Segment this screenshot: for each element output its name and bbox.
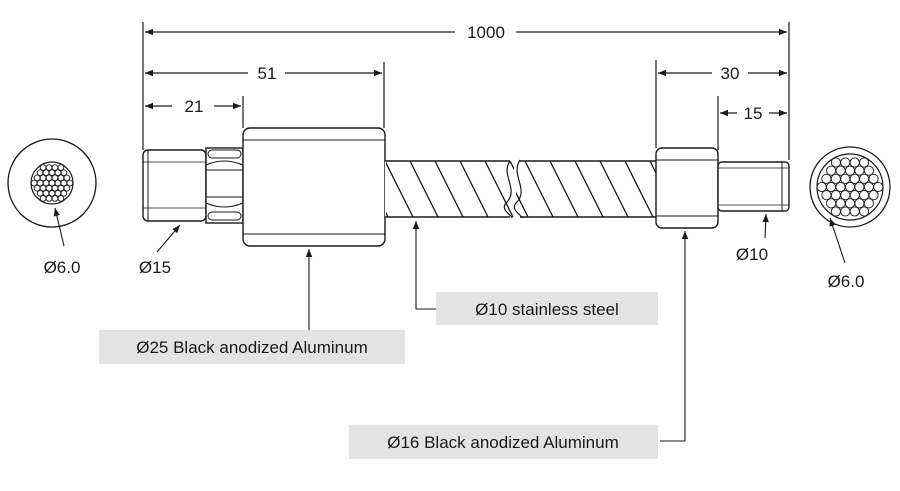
leaders [53, 207, 846, 442]
shaft-hatch-line [434, 160, 464, 218]
cable-strand [868, 173, 879, 184]
cable-strand [859, 173, 870, 184]
callout-left-body-text: Ø25 Black anodized Aluminum [136, 338, 368, 357]
cable-strand [863, 165, 874, 176]
cable-strand [60, 189, 68, 197]
dimension-tip [145, 96, 244, 128]
diameter-right-cable: Ø6.0 [828, 272, 865, 291]
cable-strand [840, 206, 851, 217]
callout-right-collar-text: Ø16 Black anodized Aluminum [387, 433, 619, 452]
right-tip [717, 161, 790, 212]
cable-strand [39, 195, 47, 202]
cable-strand [863, 198, 874, 209]
cable-strand [821, 190, 832, 201]
callout-left-body: Ø25 Black anodized Aluminum [99, 330, 405, 364]
cable-strand [51, 195, 59, 202]
leader-right-collar [660, 231, 689, 442]
cable-strand [830, 190, 841, 201]
dimension-head-length: 51 [258, 64, 277, 83]
cable-strand [835, 165, 846, 176]
cable-strand [849, 157, 860, 168]
shaft-hatch-line [599, 160, 629, 218]
cable-strand [859, 157, 870, 168]
right-cable-section [809, 146, 891, 228]
shaft-hatch-line [386, 161, 414, 218]
dimension-overall-length: 1000 [467, 23, 505, 42]
right-collar [655, 147, 719, 229]
shaft-hatch-line [516, 191, 529, 218]
cable-strand [859, 190, 870, 201]
cable-strand [826, 181, 837, 193]
cable-strand [63, 174, 71, 182]
leader-right-cable [829, 217, 846, 264]
cable-strand [854, 198, 865, 209]
cable-strand [849, 190, 860, 201]
dimension-end-tip-length: 15 [744, 104, 763, 123]
leader-right-tip [762, 213, 769, 239]
cable-strand [830, 206, 841, 217]
cable-strand [844, 198, 856, 209]
cable-strand [66, 179, 73, 187]
cable-strand [873, 181, 883, 193]
cable-strand [826, 198, 837, 209]
cable-strand [849, 173, 860, 184]
left-tip [142, 147, 244, 224]
dimension-end [655, 60, 787, 148]
dimension-end-tip [717, 96, 787, 150]
callout-shaft-text: Ø10 stainless steel [475, 300, 619, 319]
cable-strand [840, 173, 851, 184]
cable-strand [835, 181, 846, 193]
callout-shaft: Ø10 stainless steel [436, 292, 658, 325]
dimension-end-length: 30 [721, 64, 740, 83]
diameter-left-tip: Ø15 [139, 258, 171, 277]
cable-strand [830, 173, 841, 184]
diameter-right-tip: Ø10 [736, 245, 768, 264]
cable-strand [863, 181, 874, 193]
cable-strand [821, 173, 832, 184]
cable-strand [60, 169, 68, 177]
shaft-hatch-line [459, 160, 489, 218]
cable-strand [830, 157, 841, 168]
cable-strand [854, 165, 865, 176]
dimension-overall [142, 22, 790, 160]
cable-strand [859, 206, 870, 217]
cable-strand [840, 157, 851, 168]
cable-strand [844, 165, 856, 176]
cable-strand [854, 181, 865, 193]
leader-left-cable [53, 207, 65, 247]
shaft-hatch-line [484, 160, 514, 218]
shaft-hatch-line [649, 160, 660, 183]
cable-strand [57, 195, 65, 202]
cable-strand [826, 165, 837, 176]
cable-strand [868, 190, 879, 201]
diameter-left-cable: Ø6.0 [44, 258, 81, 277]
shaft-hatch-line [524, 160, 554, 218]
shaft-hatch-line [409, 160, 439, 218]
rod-assembly [142, 127, 790, 247]
shaft [385, 159, 660, 219]
dimension-tip-length: 21 [185, 97, 204, 116]
cable-strand [840, 190, 851, 201]
callout-right-collar: Ø16 Black anodized Aluminum [349, 425, 658, 459]
cable-strand [57, 164, 65, 171]
left-cable-section [7, 138, 97, 228]
cable-strand [849, 206, 860, 217]
cable-strand [45, 195, 53, 202]
leader-left-tip [156, 224, 181, 253]
left-body [242, 127, 386, 247]
shaft-hatch-line [549, 160, 579, 218]
cable-strand [835, 198, 846, 209]
cable-strand [844, 181, 856, 193]
cable-strand [63, 184, 71, 192]
cable-strand [817, 181, 827, 193]
shaft-hatch-line [624, 160, 654, 218]
leader-shaft [412, 221, 436, 310]
shaft-hatch-line [574, 160, 604, 218]
dimension-head [145, 62, 385, 128]
